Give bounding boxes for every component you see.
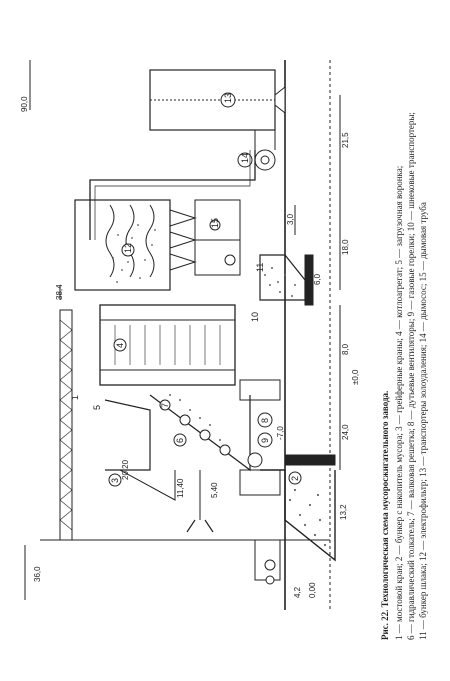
- callout-4: 4: [115, 343, 125, 348]
- elev-zero: ±0,0: [351, 369, 360, 385]
- callout-2: 2: [290, 476, 300, 481]
- callout-12-marker: [121, 243, 135, 257]
- dimension-labels: 21,5 3,0 18,0 6,0 8,0 24,0: [286, 132, 350, 440]
- boiler-4: [99, 304, 236, 386]
- dim-8-0: 8,0: [341, 343, 350, 355]
- callout-11: 11: [255, 263, 265, 272]
- bridge-crane-1: [40, 309, 330, 541]
- elev-11-40: 11,40: [176, 478, 185, 498]
- elev-36: 36,0: [33, 566, 42, 582]
- callout-14: 14: [240, 153, 250, 163]
- callout-3: 3: [110, 478, 120, 483]
- exhaust-fan-14: [237, 130, 276, 171]
- chimney-15: [149, 69, 286, 131]
- waste-bunker-2: [260, 454, 336, 562]
- callout-6: 6: [175, 438, 185, 443]
- dim-18-0: 18,0: [341, 239, 350, 255]
- electrofilter-12: [74, 199, 171, 291]
- callout-10: 10: [250, 312, 260, 322]
- caption-line-3: 11 — бункер шлака; 12 — электрофильтр; 1…: [418, 202, 428, 640]
- caption-line-1: 1 — мостовой кран; 2 — бункер с накопите…: [394, 166, 404, 640]
- elevation-labels: 90,0 38,4 36,0 20,20 11,40 5,40 4,2 0,00…: [20, 96, 360, 598]
- dim-24-0: 24,0: [341, 424, 350, 440]
- elev-38-4: 38,4: [55, 284, 64, 300]
- grab-crane-3: [108, 470, 214, 533]
- callout-5: 5: [92, 405, 102, 410]
- elev-4-2: 4,2: [293, 586, 302, 598]
- callout-labels: 1 2 3 4 5 6 7 8 9 10 11 12 13 14 15: [70, 93, 300, 483]
- callout-8: 8: [260, 418, 270, 423]
- dim-6-0: 6,0: [313, 273, 322, 285]
- slag-bunker-11: [259, 254, 314, 306]
- process-drawing: [24, 60, 341, 610]
- caption-title: Рис. 22. Технологическая схема мусоросжи…: [380, 391, 390, 640]
- figure-caption: Рис. 22. Технологическая схема мусоросжи…: [380, 112, 428, 640]
- elev-5-40: 5,40: [210, 482, 219, 498]
- elev-13-2: 13,2: [339, 504, 348, 520]
- delivery-truck: [254, 539, 281, 585]
- callout-12: 12: [123, 243, 133, 253]
- elev-20-20: 20,20: [121, 459, 130, 480]
- ash-hoppers: [169, 209, 197, 271]
- caption-line-2: 6 — гидравлический толкатель; 7 — валков…: [406, 112, 416, 640]
- callout-9: 9: [260, 438, 270, 443]
- blowers-8: [239, 379, 281, 496]
- elev-90: 90,0: [20, 96, 29, 112]
- charging-hopper-5: [104, 399, 187, 501]
- elev-minus-7: -7,0: [276, 426, 285, 440]
- callout-13: 13: [223, 93, 233, 103]
- elev-0-00: 0,00: [308, 582, 317, 598]
- dim-3-0: 3,0: [286, 213, 295, 225]
- callout-1: 1: [70, 395, 80, 400]
- callout-15: 15: [210, 218, 220, 228]
- dim-21-5: 21,5: [341, 132, 350, 148]
- flue-duct: [89, 150, 256, 240]
- callout-7: 7: [160, 403, 170, 408]
